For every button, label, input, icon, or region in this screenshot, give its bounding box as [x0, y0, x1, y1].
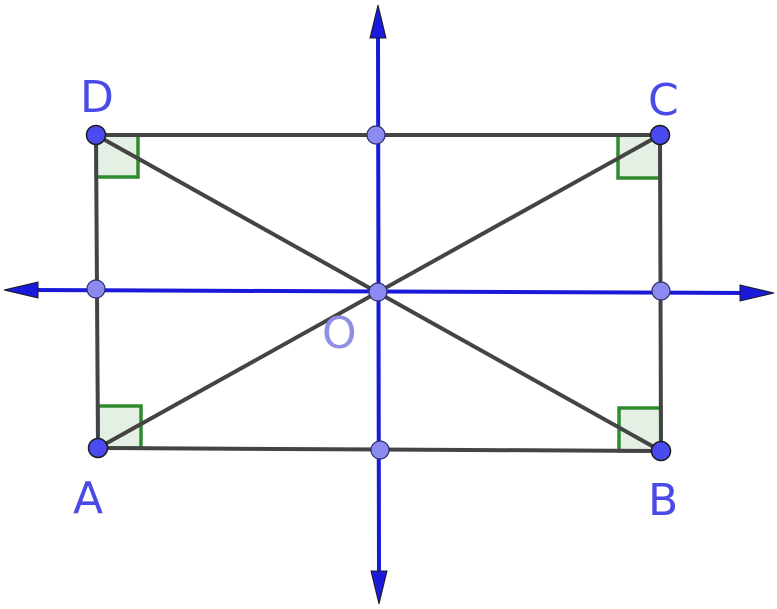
right-arrow-icon — [739, 284, 775, 302]
vertex-b — [650, 440, 672, 462]
label-a: A — [73, 473, 103, 524]
label-c: C — [648, 75, 679, 126]
left-arrow-icon — [3, 281, 39, 299]
up-arrow-icon — [369, 4, 387, 39]
label-d: D — [80, 72, 114, 123]
midpoint-ad — [86, 279, 106, 299]
vertical-symmetry-axis — [376, 29, 381, 579]
center-point-o — [368, 282, 388, 302]
vertex-c — [649, 124, 671, 146]
midpoint-dc — [366, 125, 386, 145]
label-b: B — [648, 475, 678, 526]
midpoint-ab — [370, 440, 390, 460]
vertex-d — [85, 124, 107, 146]
label-o: O — [322, 308, 357, 359]
horizontal-symmetry-axis — [29, 288, 749, 295]
midpoint-cb — [651, 281, 671, 301]
vertex-a — [87, 437, 109, 459]
down-arrow-icon — [370, 570, 388, 605]
